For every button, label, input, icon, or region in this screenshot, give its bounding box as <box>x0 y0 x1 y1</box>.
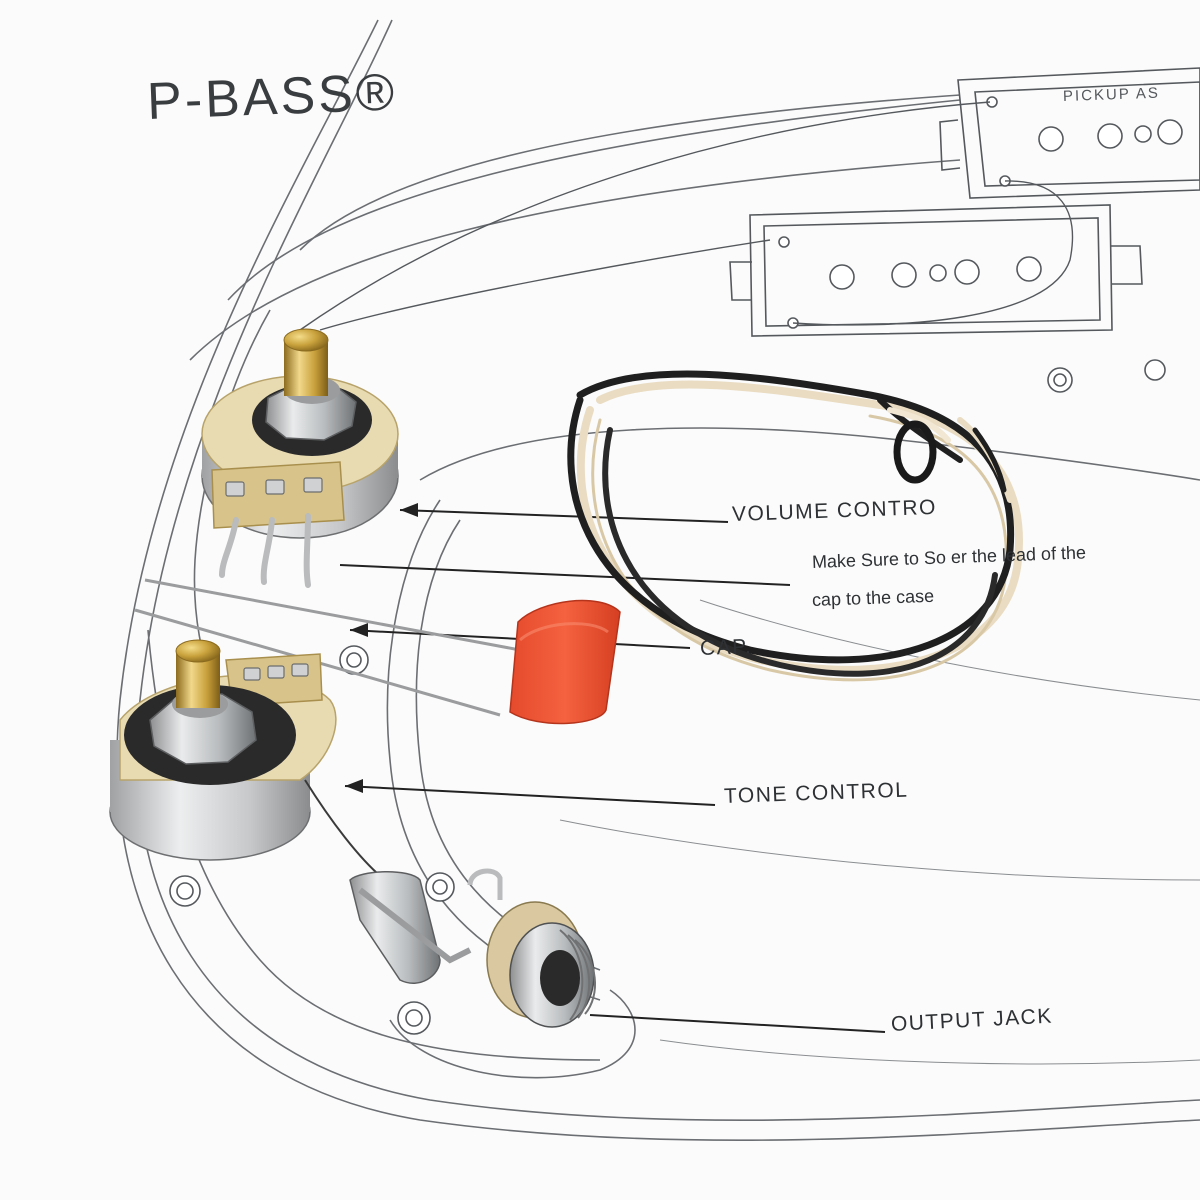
volume-pot <box>201 328 399 588</box>
diagram-title: P-BASS® <box>146 63 399 131</box>
cap-label: CAP. <box>699 635 753 660</box>
tone-pot <box>109 639 337 861</box>
cloth-wires <box>567 370 1023 682</box>
output-jack <box>349 868 597 1028</box>
capacitor <box>509 599 621 725</box>
pickup-label: PICKUP AS <box>1062 84 1161 105</box>
solder-note-line2: cap to the case <box>811 585 935 610</box>
